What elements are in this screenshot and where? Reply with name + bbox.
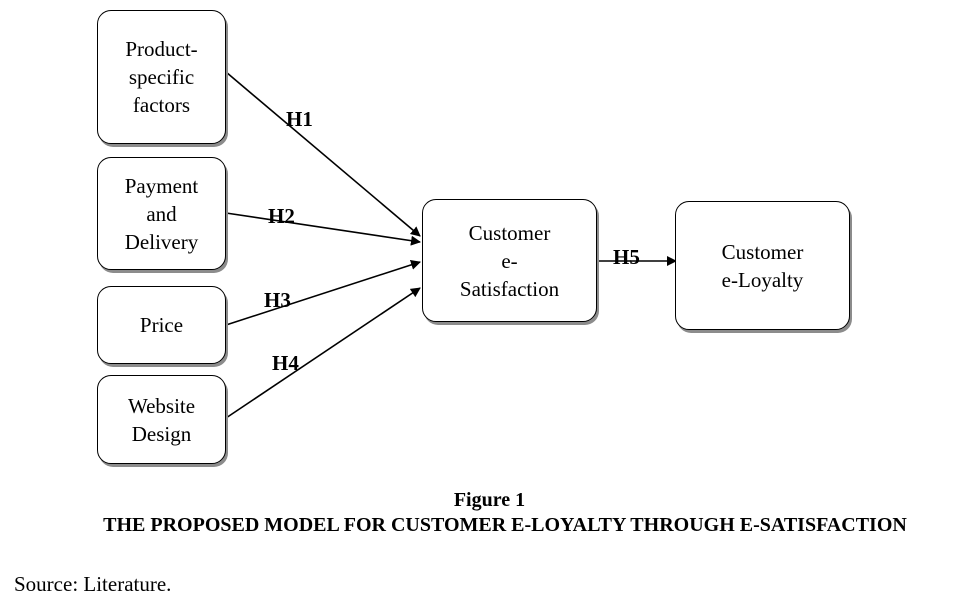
mediator-box-e-satisfaction: Customer e- Satisfaction: [422, 199, 597, 322]
factor-box-price: Price: [97, 286, 226, 364]
factor-label-product-specific: Product- specific factors: [125, 37, 198, 117]
factor-box-website-design: Website Design: [97, 375, 226, 464]
hypothesis-label-h2: H2: [268, 204, 295, 228]
hypothesis-label-h5: H5: [613, 245, 640, 269]
factor-box-payment-delivery: Payment and Delivery: [97, 157, 226, 270]
arrow-h4: [225, 287, 421, 419]
outcome-label: Customer e-Loyalty: [721, 239, 804, 292]
source-note: Source: Literature.: [14, 572, 172, 596]
figure-number: Figure 1: [453, 489, 526, 511]
arrow-h1: [225, 71, 421, 237]
arrow-h3: [225, 260, 421, 326]
research-model-diagram: Product- specific factors Payment and De…: [97, 10, 850, 464]
hypothesis-label-h1: H1: [286, 107, 313, 131]
hypothesis-label-h3: H3: [264, 288, 291, 312]
factor-label-price: Price: [139, 313, 184, 337]
factor-box-product-specific: Product- specific factors: [97, 10, 226, 144]
figure-title: THE PROPOSED MODEL FOR CUSTOMER E-LOYALT…: [103, 514, 907, 536]
hypothesis-arrows: [225, 71, 677, 419]
outcome-box-e-loyalty: Customer e-Loyalty: [675, 201, 850, 330]
factor-label-website-design: Website Design: [127, 393, 196, 446]
hypothesis-label-h4: H4: [272, 351, 299, 375]
arrow-h2: [225, 212, 421, 246]
factor-label-payment-delivery: Payment and Delivery: [124, 173, 199, 254]
mediator-label: Customer e- Satisfaction: [459, 220, 560, 301]
